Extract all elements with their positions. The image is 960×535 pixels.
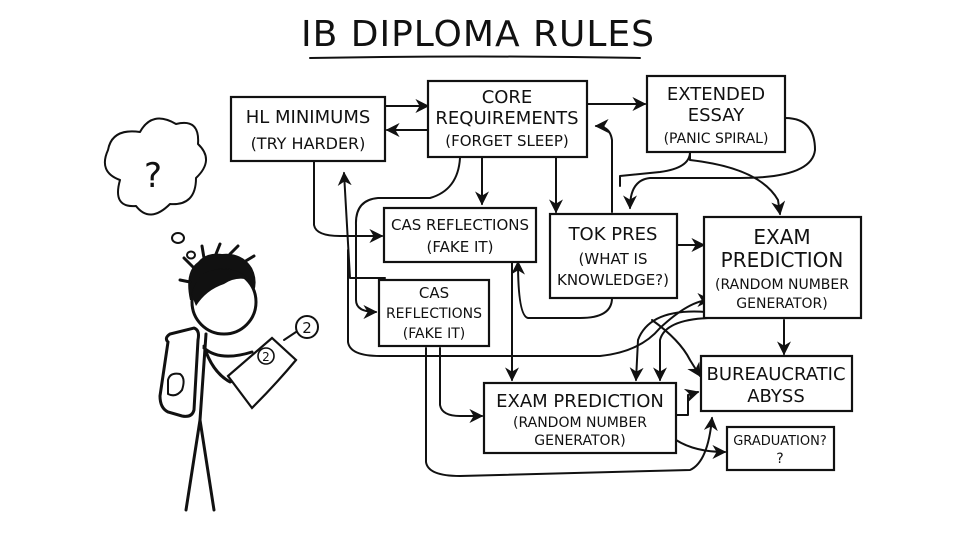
box-bureaucratic-abyss: BUREAUCRATIC ABYSS: [699, 354, 854, 413]
cas2-title-2: REFLECTIONS: [386, 306, 482, 322]
tok-title: TOK PRES: [568, 224, 658, 245]
ee-title-1: EXTENDED: [667, 84, 765, 105]
backpack-pocket: [167, 372, 185, 397]
thought-cloud: [104, 117, 207, 216]
arrow-exam1-to-abyss-b: [651, 319, 701, 378]
arrow-ee-to-exam1: [689, 151, 786, 216]
cas1-note: (FAKE IT): [427, 238, 494, 256]
arrow-ee-down: [619, 151, 691, 187]
thought-dot-large: [171, 232, 185, 244]
backpack: [158, 326, 200, 418]
box-exam-prediction-1: EXAM PREDICTION (RANDOM NUMBER GENERATOR…: [702, 215, 863, 320]
arrow-ee-to-tok: [623, 117, 816, 210]
exam1-title-1: EXAM: [753, 225, 810, 249]
arrow-tok-to-core: [594, 119, 613, 213]
graduation-question: ?: [776, 451, 783, 467]
arrow-cas2-to-hl: [337, 171, 386, 279]
hl-minimums-title: HL MINIMUMS: [246, 107, 371, 128]
arrow-exam2-to-abyss: [675, 388, 700, 416]
abyss-title-1: BUREAUCRATIC: [706, 364, 845, 385]
ee-note: (PANIC SPIRAL): [664, 131, 769, 147]
paper-circle: [257, 347, 275, 365]
thought-bubble: ?: [104, 117, 207, 260]
figure-fringe: [192, 269, 250, 306]
arrow-exam1-to-exam2-a: [653, 317, 709, 382]
callout-pointer: [283, 331, 297, 341]
figure-arm-2: [202, 346, 254, 358]
title-underline: [309, 55, 641, 59]
exam2-title: EXAM PREDICTION: [496, 391, 664, 412]
arrow-cas2-to-exam2: [439, 347, 484, 423]
exam1-title-2: PREDICTION: [721, 248, 844, 272]
paper-sheet: 2: [226, 336, 298, 410]
hl-minimums-note: (TRY HARDER): [251, 134, 366, 153]
paper-number: 2: [262, 350, 270, 364]
arrow-hl-to-cas1: [313, 161, 384, 243]
cas1-title: CAS REFLECTIONS: [391, 216, 529, 234]
box-extended-essay: EXTENDED ESSAY (PANIC SPIRAL): [645, 74, 787, 154]
exam2-note-1: (RANDOM NUMBER: [513, 415, 647, 431]
box-core-requirements: CORE REQUIREMENTS (FORGET SLEEP): [426, 79, 589, 159]
arrows: [313, 97, 816, 477]
box-exam-prediction-2: EXAM PREDICTION (RANDOM NUMBER GENERATOR…: [482, 381, 678, 455]
arrow-exam1-to-exam2-b: [629, 310, 707, 382]
box-graduation: GRADUATION? ?: [725, 425, 836, 472]
exam1-note-1: (RANDOM NUMBER: [715, 277, 849, 293]
arrow-tok-to-cas1: [511, 260, 613, 319]
exam2-note-2: GENERATOR): [534, 433, 625, 449]
exam1-note-2: GENERATOR): [736, 296, 827, 312]
arrow-to-graduation: [675, 439, 727, 459]
box-hl-minimums: HL MINIMUMS (TRY HARDER): [229, 95, 387, 163]
figure-right-leg: [198, 418, 216, 512]
thought-dot-small: [186, 250, 196, 260]
tok-note-2: KNOWLEDGE?): [557, 271, 669, 289]
stick-figure: 2 2: [158, 242, 319, 512]
graduation-title: GRADUATION?: [733, 434, 827, 449]
box-cas-reflections-1: CAS REFLECTIONS (FAKE IT): [382, 206, 538, 264]
thought-question-mark: ?: [144, 156, 162, 196]
page-title: IB DIPLOMA RULES: [301, 14, 655, 55]
core-title-1: CORE: [482, 87, 533, 108]
cas2-note: (FAKE IT): [403, 326, 465, 342]
arrow-cas2-to-abyss: [425, 347, 718, 477]
cas2-title-1: CAS: [419, 284, 449, 302]
box-tok-pres: TOK PRES (WHAT IS KNOWLEDGE?): [548, 212, 679, 300]
callout-number: 2: [302, 319, 312, 337]
callout-circle: [295, 315, 319, 339]
abyss-title-2: ABYSS: [747, 386, 805, 407]
tok-note-1: (WHAT IS: [579, 250, 648, 268]
figure-left-leg: [184, 418, 202, 512]
box-cas-reflections-2: CAS REFLECTIONS (FAKE IT): [377, 278, 491, 348]
core-note: (FORGET SLEEP): [445, 132, 568, 150]
arrow-cas-to-exam1: [347, 249, 712, 357]
core-title-2: REQUIREMENTS: [435, 108, 578, 129]
ee-title-2: ESSAY: [688, 105, 745, 126]
arrow-core-to-cas2: [354, 157, 461, 319]
